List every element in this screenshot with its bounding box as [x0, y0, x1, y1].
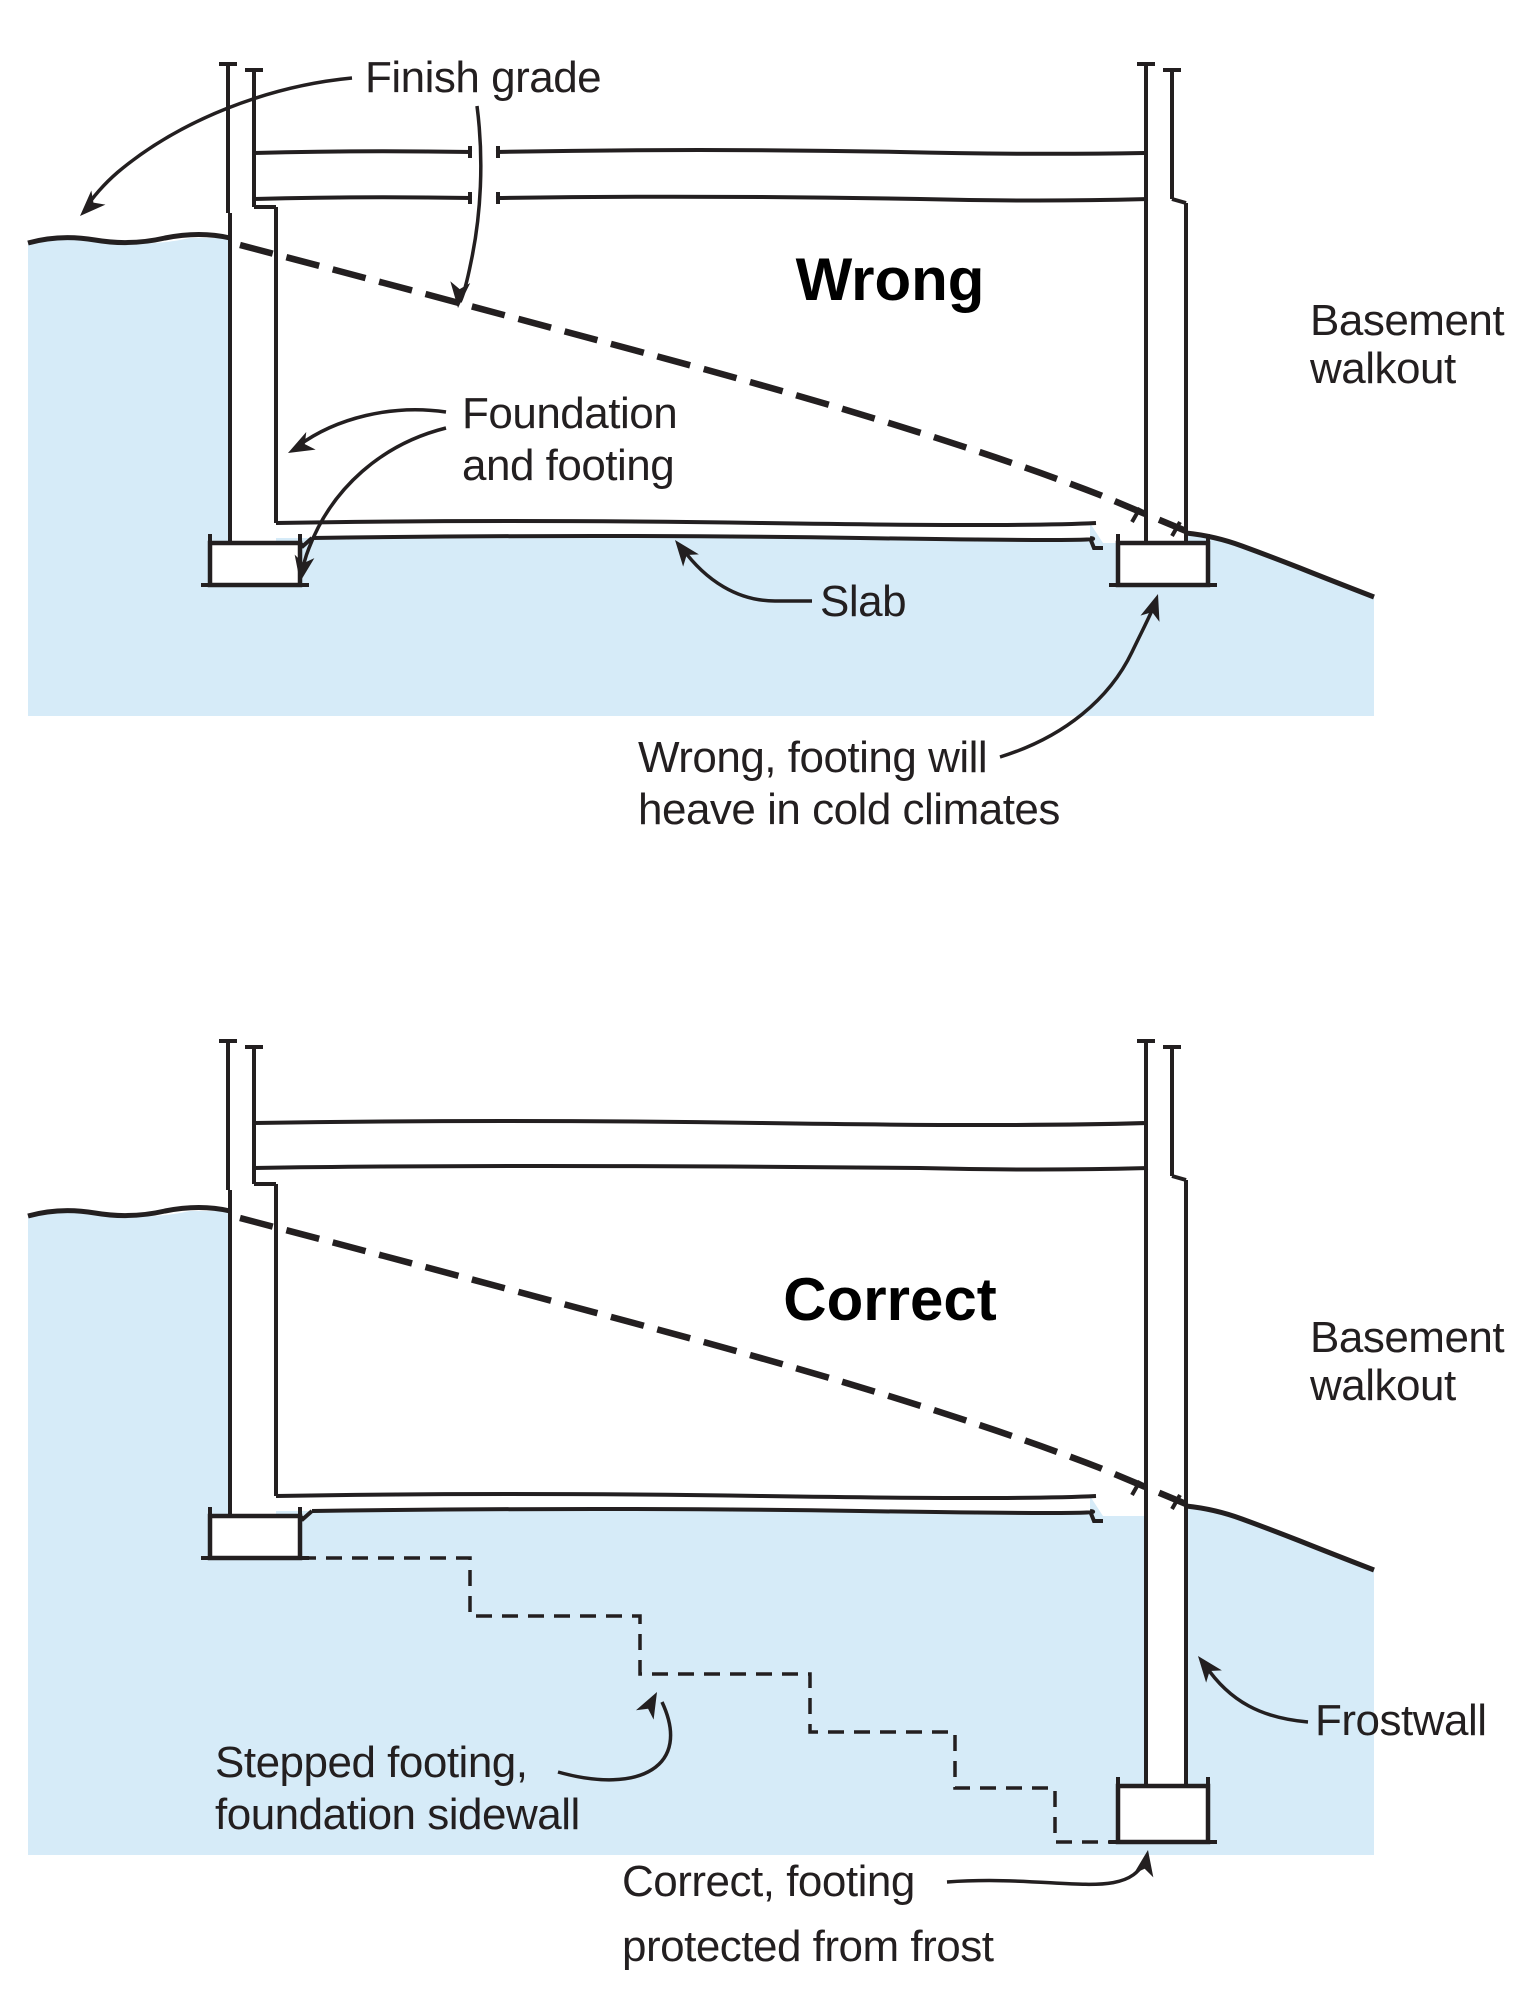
correct-title: Correct: [783, 1266, 996, 1333]
finish-grade-dash-line-correct: [239, 1214, 1188, 1507]
stepped-footing-label-line1: Stepped footing,: [215, 1738, 527, 1787]
frostwall-footing: [1109, 1777, 1217, 1845]
correct-note-arrow: [946, 1857, 1148, 1887]
annotation-arrows: [80, 76, 1160, 759]
basement-walkout2-label-line2: walkout: [1309, 1361, 1456, 1410]
structure-lines-correct: [219, 1039, 1188, 1786]
foundation-footing-label-line1: Foundation: [462, 389, 677, 438]
frostwall-label: Frostwall: [1315, 1696, 1487, 1745]
annotation-arrows-correct: [557, 1656, 1309, 1887]
right-footing: [1109, 534, 1217, 588]
right-foundation-wall-mass: [1146, 199, 1186, 543]
terrain-lines-correct: [27, 1205, 1375, 1573]
foundation-footing-label-line2: and footing: [462, 441, 674, 490]
left-foundation-wall-mass: [230, 207, 276, 543]
frostwall-arrow: [1203, 1664, 1309, 1724]
left-footing: [201, 534, 309, 588]
frostwall-mass: [1146, 1176, 1186, 1786]
terrain-lines: [27, 232, 1375, 600]
correct-note-line2: protected from frost: [622, 1922, 994, 1971]
foundation-arrow-wall: [296, 408, 447, 448]
basement-walkout-label-line2: walkout: [1309, 344, 1456, 393]
slab-mass: [276, 523, 1090, 538]
stepped-footing-label-line2: foundation sidewall: [215, 1790, 580, 1839]
basement-walkout2-label-line1: Basement: [1310, 1313, 1504, 1362]
wrong-diagram: Finish grade Wrong Basement walkout Foun…: [27, 53, 1505, 834]
wrong-note-line1: Wrong, footing will: [638, 733, 987, 782]
slab-arrow: [680, 546, 812, 603]
stepped-footing-arrow: [557, 1701, 673, 1782]
slab-label: Slab: [820, 577, 906, 626]
soil-fill-correct: [28, 1211, 1374, 1855]
correct-note-line1: Correct, footing: [622, 1857, 915, 1906]
wrong-note-line2: heave in cold climates: [638, 785, 1060, 834]
wrong-title: Wrong: [796, 246, 985, 313]
correct-diagram: Correct Basement walkout Frostwall Stepp…: [27, 1039, 1505, 1971]
basement-walkout-label-line1: Basement: [1310, 296, 1504, 345]
finish-grade-dash-line: [239, 241, 1188, 534]
structure-lines: [219, 62, 1188, 550]
slab-mass-correct: [276, 1496, 1090, 1511]
stepped-footing-dash: [300, 1556, 1118, 1844]
finish-grade-arrow-left: [84, 76, 353, 209]
finish-grade-label: Finish grade: [365, 53, 601, 102]
wrong-note-arrow: [999, 600, 1158, 759]
left-foundation-wall-mass-correct: [230, 1184, 276, 1516]
left-footing-correct: [201, 1507, 309, 1561]
soil-fill: [28, 238, 1374, 716]
